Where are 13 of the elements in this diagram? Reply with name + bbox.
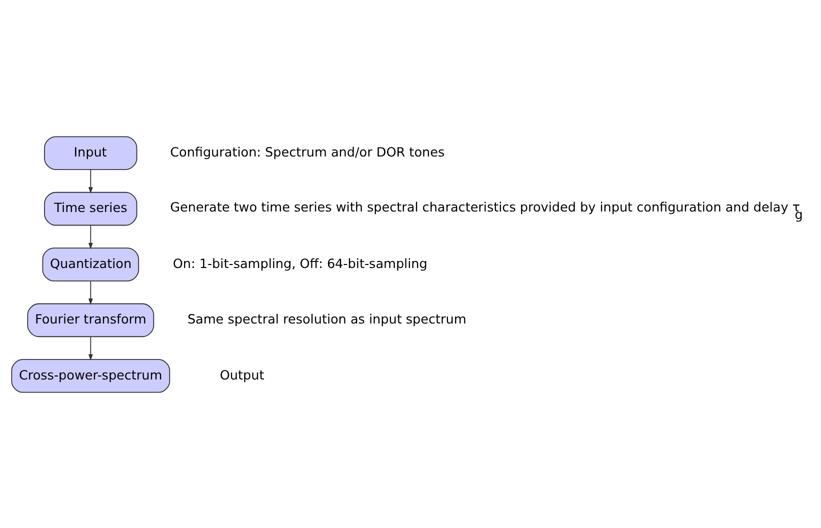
arrow [88,168,93,194]
node-label: On: 1-bit-sampling, Off: 64-bit-sampling [172,256,428,272]
node-box: Time series [44,191,138,226]
node-label: Same spectral resolution as input spectrum [187,312,466,328]
arrow [88,280,93,304]
node-box: Input [44,136,138,170]
node-label: Configuration: Spectrum and/or DOR tones [170,144,445,160]
node-box: Cross-power-spectrum [11,358,170,392]
arrow [88,224,93,249]
node-box: Fourier transform [27,302,154,337]
node-label: Output [220,368,264,383]
node-box: Quantization [42,247,140,281]
arrow [88,336,93,360]
